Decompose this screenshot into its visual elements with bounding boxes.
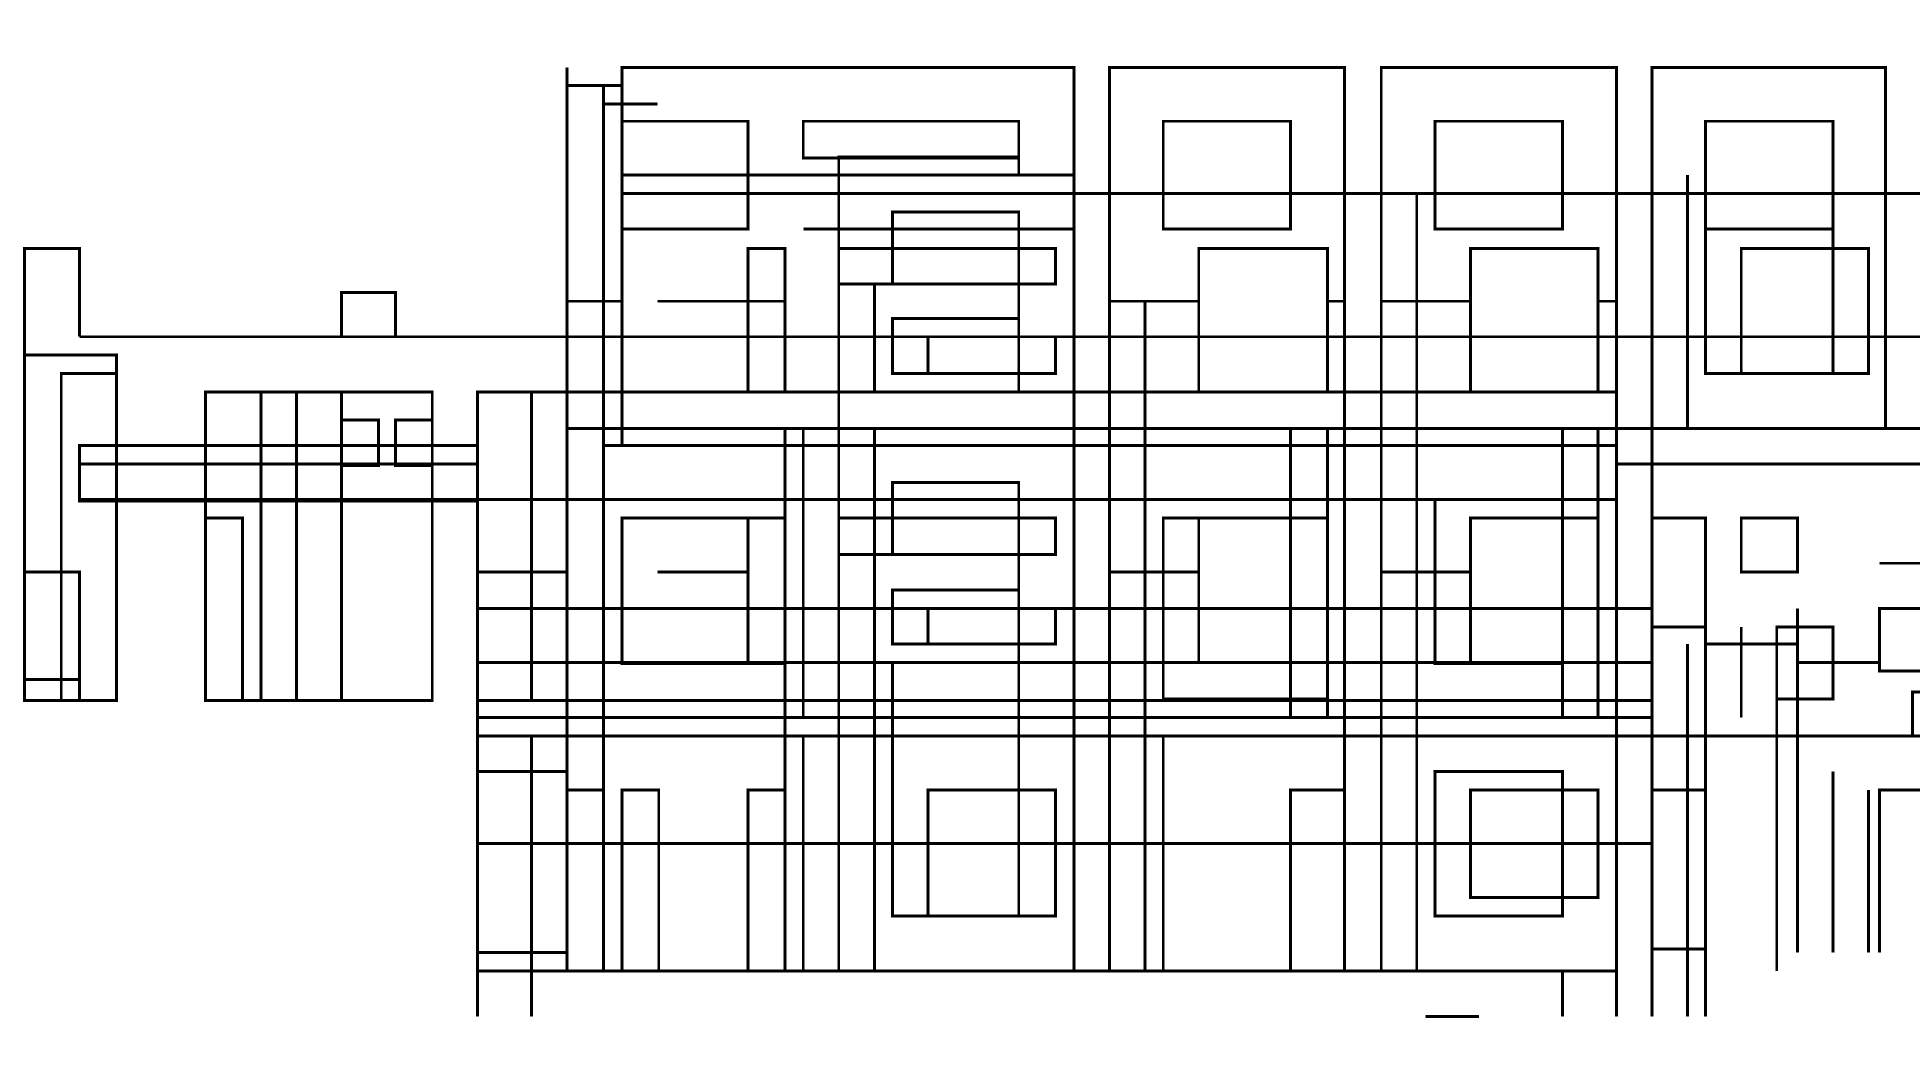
outline-path <box>340 291 397 337</box>
block-rect <box>340 418 380 467</box>
block-rect <box>1433 498 1564 666</box>
block-rect <box>1704 119 1835 231</box>
block-rect <box>837 247 1057 286</box>
block-rect <box>1161 119 1293 231</box>
block-rect <box>340 390 434 702</box>
block-rect <box>476 390 569 702</box>
block-rect <box>78 462 480 502</box>
block-rect <box>1469 516 1600 664</box>
block-rect <box>23 570 82 702</box>
block-rect <box>926 607 1057 646</box>
block-rect <box>746 516 787 666</box>
block-rect <box>1107 734 1165 973</box>
block-rect <box>746 788 787 973</box>
block-rect <box>837 155 1021 177</box>
block-rect <box>565 788 606 973</box>
outline-path <box>566 84 624 446</box>
block-rect <box>926 335 1057 375</box>
outline-path <box>23 247 82 356</box>
block-rect <box>259 390 344 702</box>
block-rect <box>1197 516 1329 664</box>
block-rect <box>1197 247 1329 394</box>
block-rect <box>204 390 298 702</box>
outline-path <box>1833 660 1920 673</box>
block-rect <box>1739 247 1871 375</box>
block-rect <box>529 390 569 702</box>
block-rect <box>1433 119 1564 231</box>
outline-path <box>1878 788 1920 953</box>
block-rect <box>204 516 244 702</box>
block-rect <box>1469 247 1600 394</box>
block-rect <box>620 788 661 973</box>
block-rect <box>926 788 1057 918</box>
block-rect <box>23 353 118 702</box>
block-rect <box>837 516 1057 557</box>
block-rect <box>746 247 787 394</box>
wire-group <box>79 67 1920 1018</box>
outline-path <box>1651 607 1920 664</box>
outline-path <box>1911 690 1920 736</box>
block-rect <box>394 418 434 467</box>
block-rect <box>620 516 750 666</box>
block-rect <box>891 316 1021 375</box>
outline-group <box>23 84 1920 953</box>
block-rect <box>1704 227 1835 375</box>
block-rect <box>476 769 569 973</box>
block-rect <box>565 84 606 431</box>
block-rect <box>59 372 118 702</box>
block-rect <box>1289 788 1346 973</box>
block-rect <box>620 65 1076 448</box>
block-rect <box>1739 516 1800 574</box>
block-rect <box>801 119 1021 160</box>
block-rect <box>1650 788 1708 951</box>
block-group <box>23 65 1888 973</box>
block-rect <box>891 588 1021 646</box>
block-rect <box>23 678 82 702</box>
block-rect <box>476 951 569 973</box>
block-rect <box>78 444 480 503</box>
outline-path <box>1651 516 1708 627</box>
